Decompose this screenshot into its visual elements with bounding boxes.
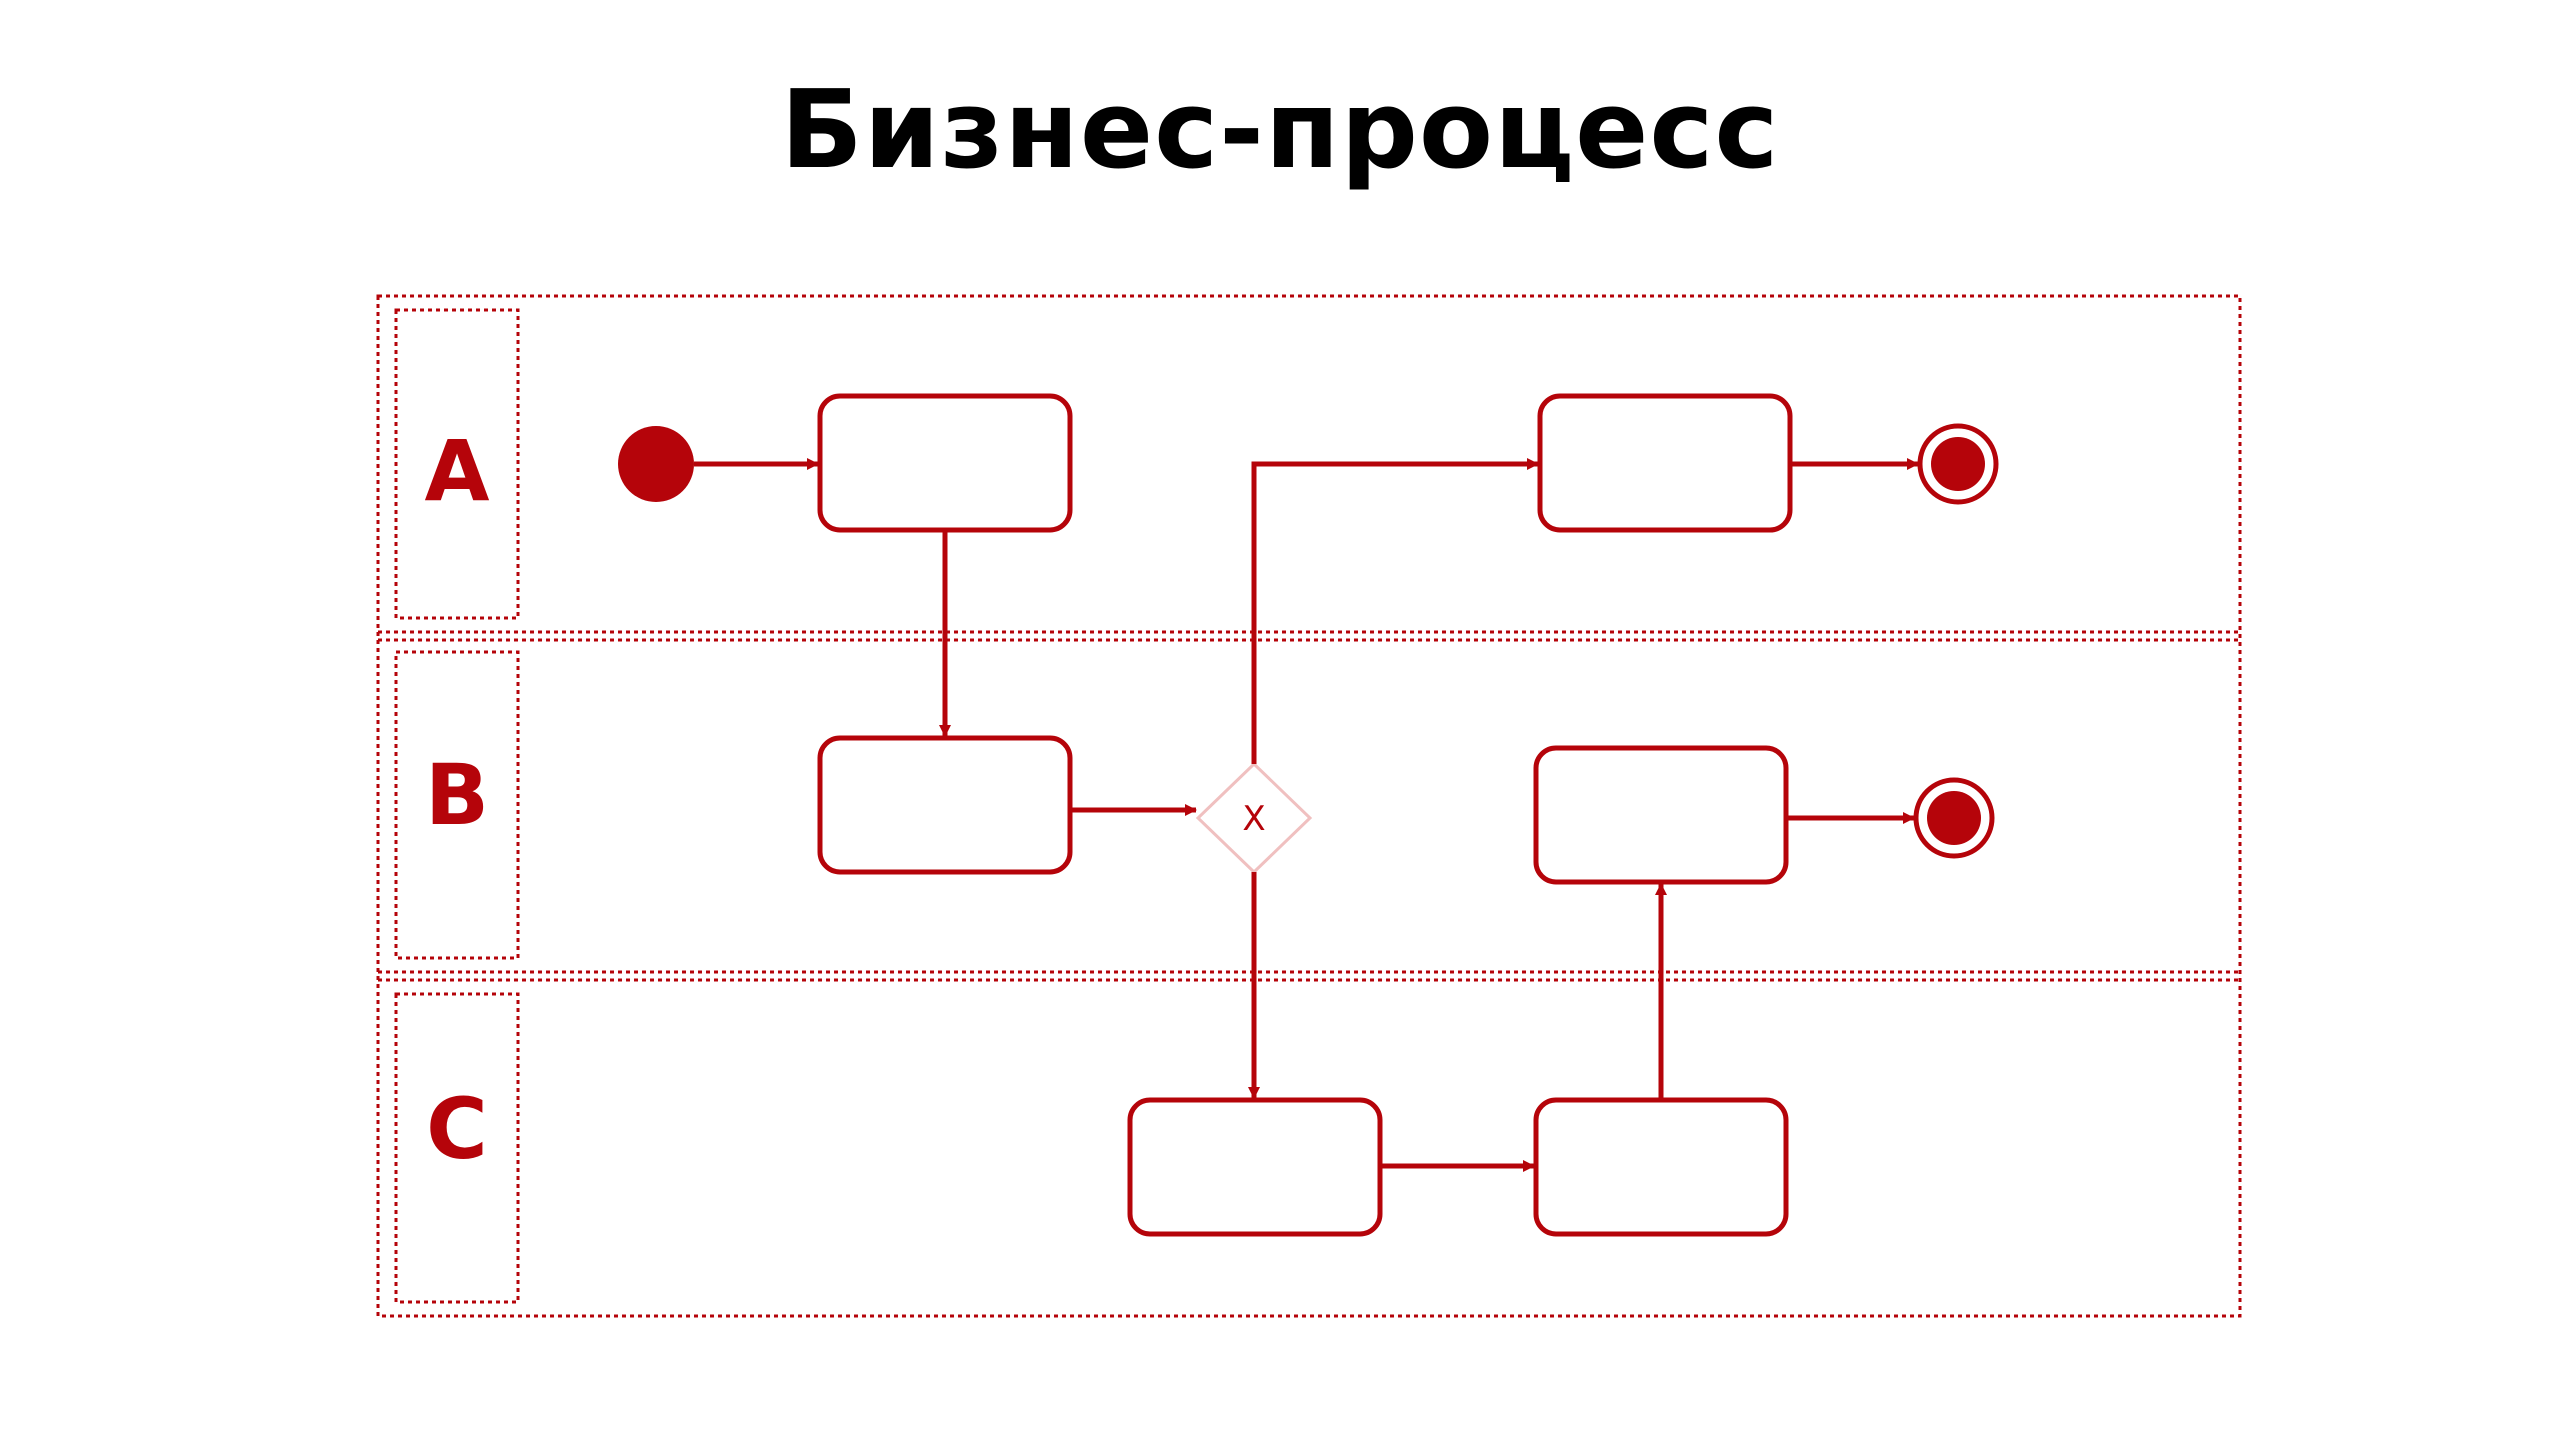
end-event-a[interactable] xyxy=(1917,423,1999,505)
task-a2[interactable] xyxy=(1537,393,1793,533)
flow-gateway-to-a2 xyxy=(1251,458,1539,764)
lane-header-c xyxy=(394,992,520,1304)
pool-border xyxy=(376,294,2242,1318)
task-c2[interactable] xyxy=(1533,1097,1789,1237)
task-b1[interactable] xyxy=(817,735,1073,875)
start-event[interactable] xyxy=(618,426,694,502)
lane-label-c: C xyxy=(426,1080,488,1178)
gateway-exclusive[interactable]: X xyxy=(1195,761,1313,875)
lane-label-a: A xyxy=(424,422,489,520)
pool xyxy=(376,294,2242,1318)
end-event-b[interactable] xyxy=(1913,777,1995,859)
task-a1[interactable] xyxy=(817,393,1073,533)
gateway-label: X xyxy=(1242,799,1265,839)
lane-label-b: B xyxy=(425,746,489,844)
task-c1[interactable] xyxy=(1127,1097,1383,1237)
lane-header-a xyxy=(394,308,520,620)
task-b2[interactable] xyxy=(1533,745,1789,885)
lane-header-b xyxy=(394,650,520,960)
page-title: Бизнес-процесс xyxy=(780,68,1780,193)
